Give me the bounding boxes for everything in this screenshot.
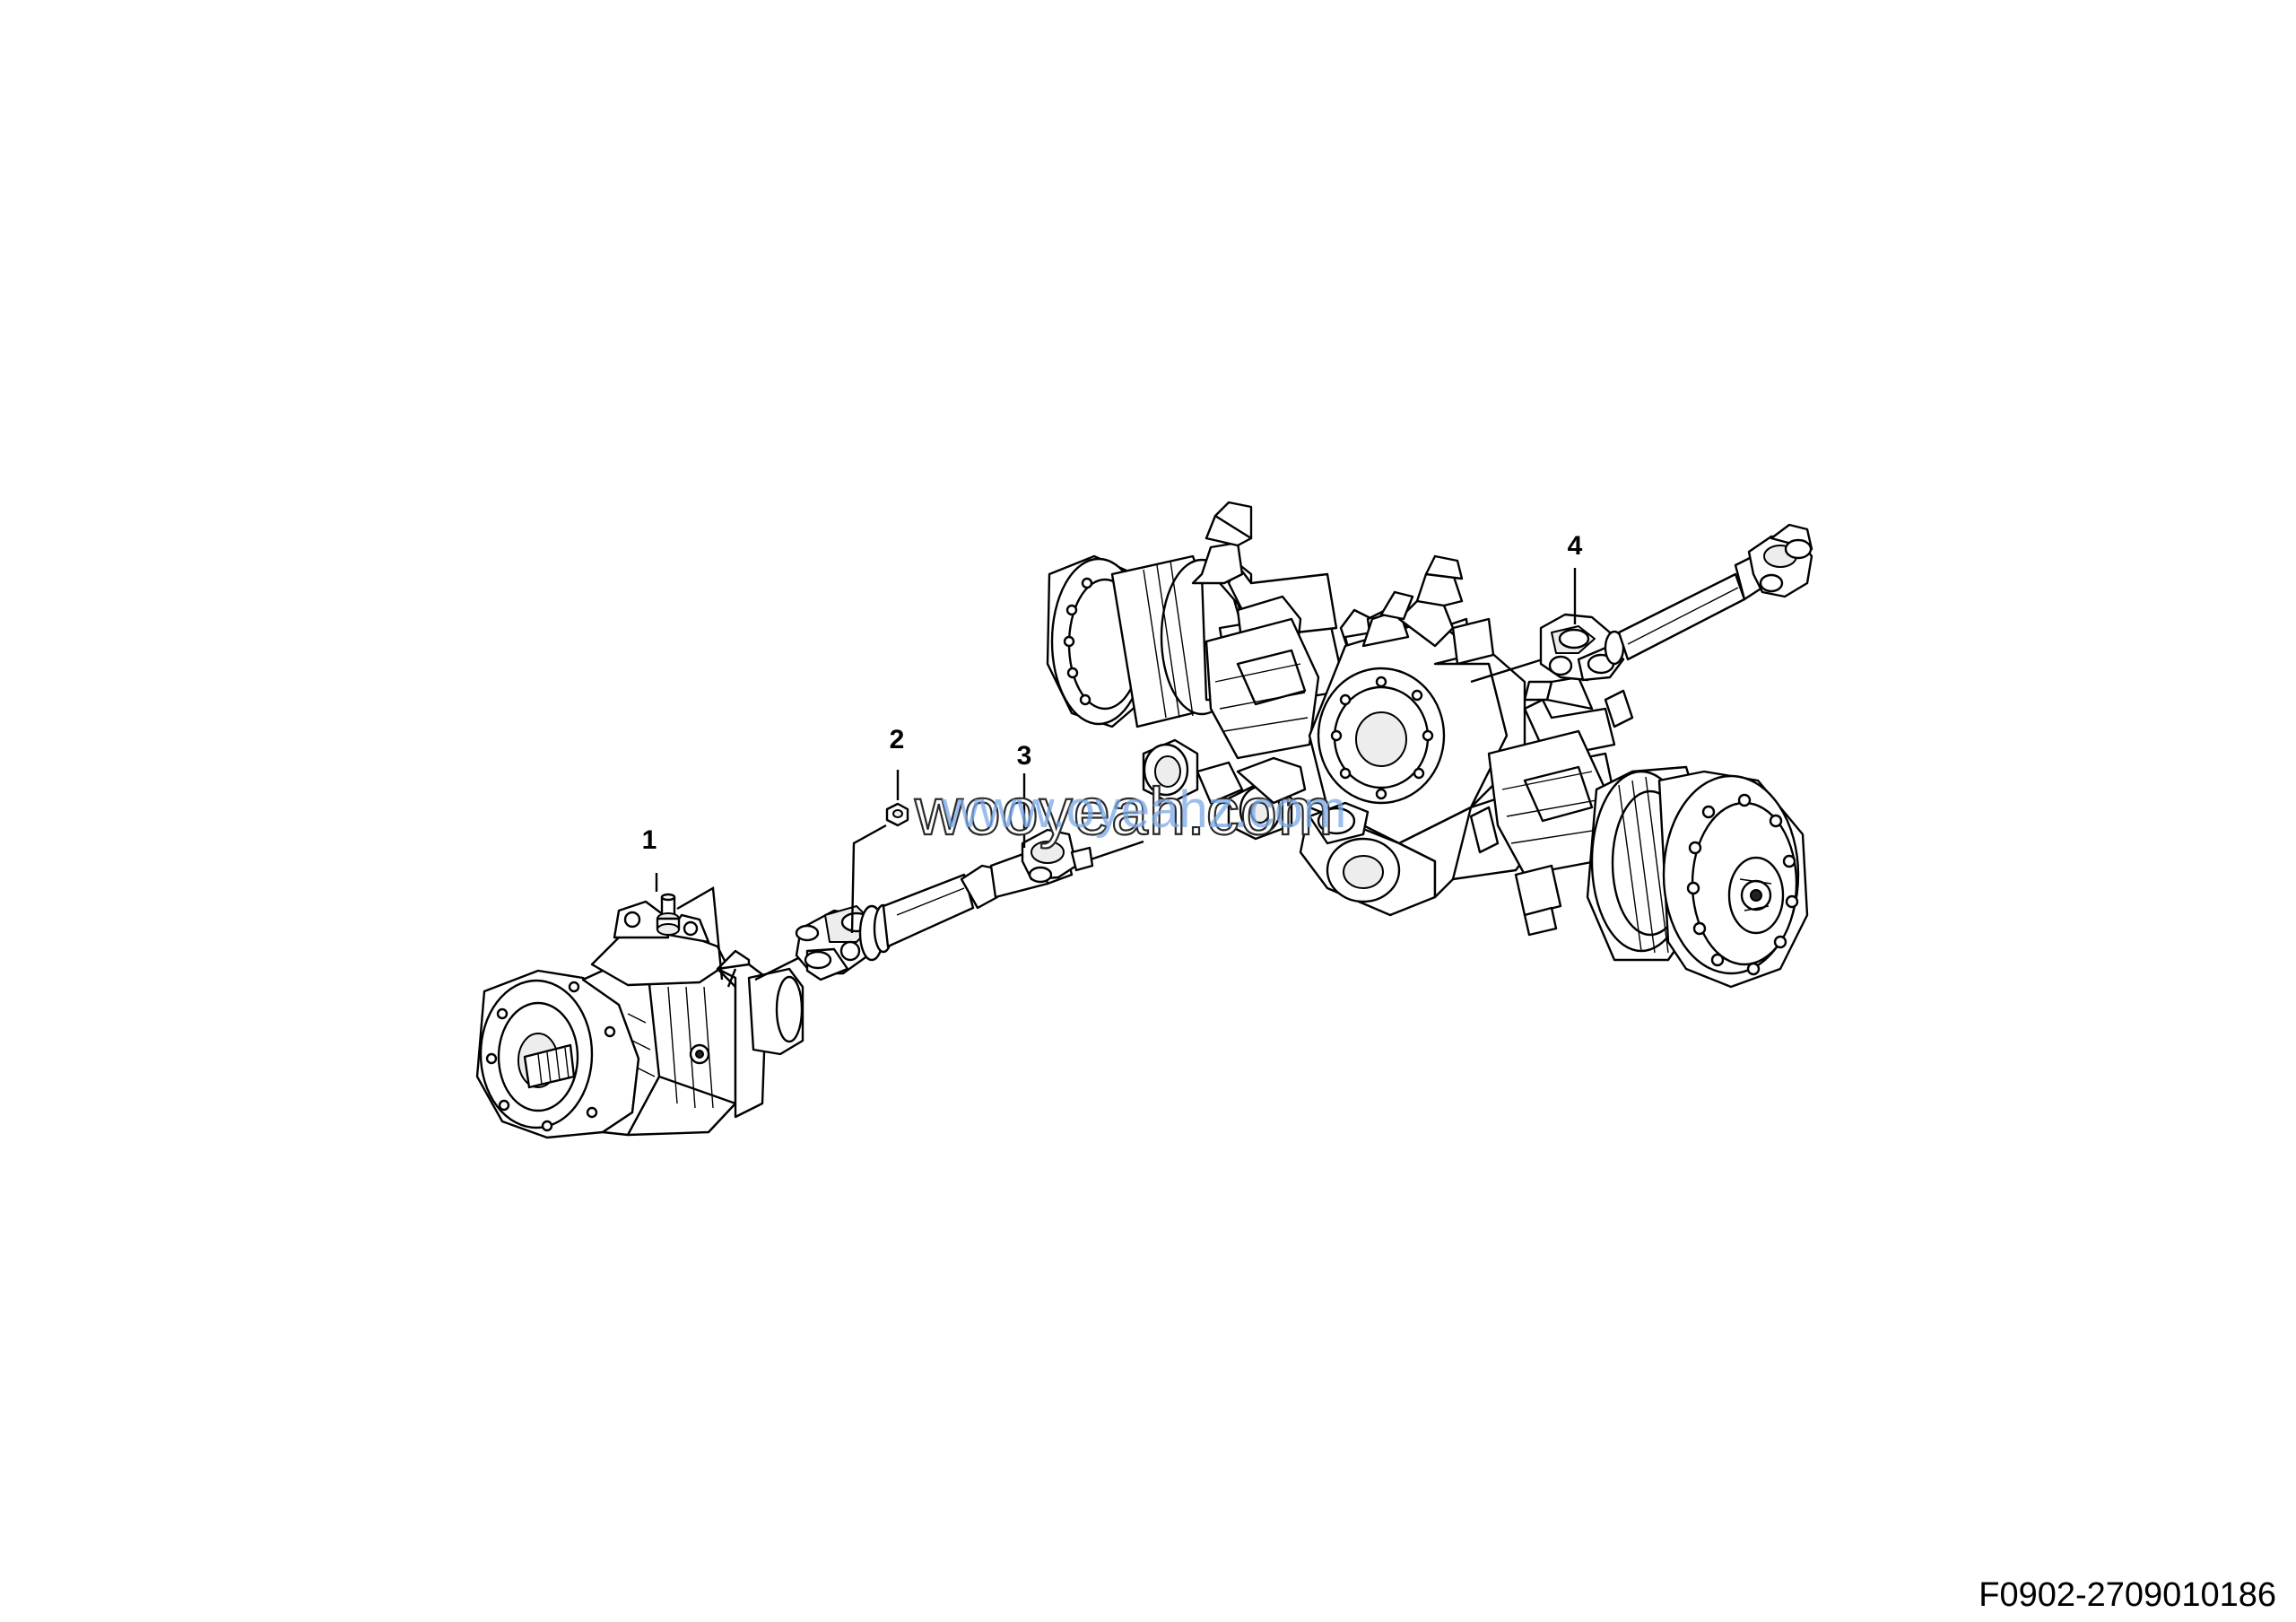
right-wheel-studs bbox=[1686, 793, 1799, 976]
watermark-overlay-text: www.oyeahz.com bbox=[941, 780, 1346, 839]
leader-line-2 bbox=[850, 770, 900, 934]
leader-line-axle-to-rear-shaft bbox=[1470, 658, 1544, 684]
leader-line-1 bbox=[655, 873, 737, 988]
callout-2: 2 bbox=[890, 725, 905, 754]
figure-id: F0902-2709010186 bbox=[1979, 1576, 2276, 1614]
carrier-bolts bbox=[1330, 676, 1434, 800]
callout-4: 4 bbox=[1568, 531, 1583, 561]
watermark-text: wooyeah.com bbox=[914, 774, 1335, 849]
callout-3: 3 bbox=[1017, 741, 1032, 771]
leader-line-front-shaft-to-axle bbox=[1090, 840, 1144, 861]
part-3-propeller-shaft bbox=[795, 828, 1094, 981]
transmission-gearbox bbox=[475, 900, 804, 1139]
bell-housing-bolts bbox=[485, 981, 616, 1132]
part-4-inter-axle-shaft bbox=[1539, 523, 1813, 682]
part-1-bolt bbox=[656, 893, 681, 936]
part-2-nut bbox=[885, 802, 909, 827]
tandem-drive-axle bbox=[1046, 501, 1809, 989]
left-wheel-studs bbox=[1063, 577, 1093, 706]
callout-1: 1 bbox=[642, 825, 657, 855]
leader-line-transmission-to-shaft bbox=[754, 956, 799, 981]
watermark: wooyeah.com www.oyeahz.com bbox=[913, 773, 1346, 850]
